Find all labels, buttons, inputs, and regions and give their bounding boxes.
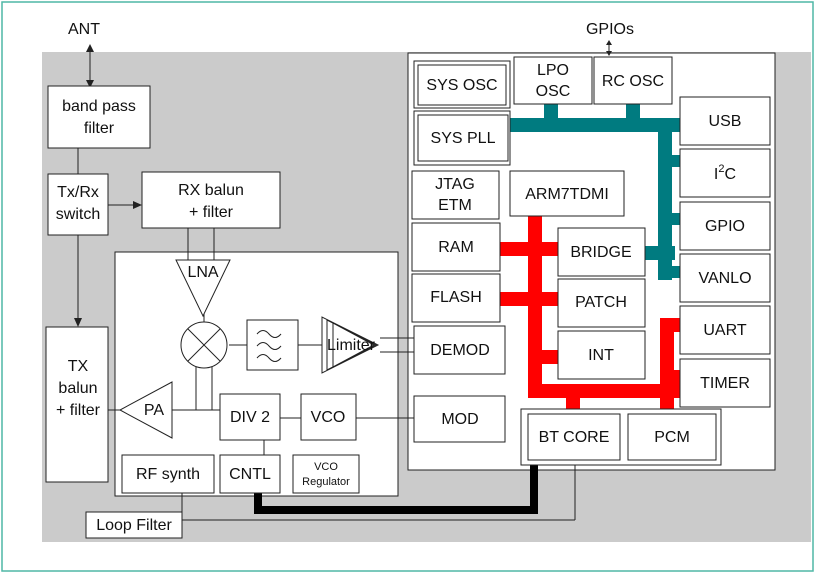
black-bus [254, 464, 538, 514]
gpios-label: GPIOs [586, 21, 634, 38]
lpo-osc-block [513, 56, 593, 105]
flash-block [411, 273, 501, 323]
uart-block [679, 305, 771, 355]
gpios-arrow [606, 40, 612, 56]
rx-balun-filter [141, 171, 281, 229]
usb-label: USB [709, 113, 742, 130]
bridge-label: BRIDGE [570, 244, 631, 261]
timer-block [679, 358, 771, 408]
demod-label: DEMOD [430, 342, 490, 359]
rf-synth-block [121, 454, 215, 494]
patch-label: PATCH [575, 294, 627, 311]
pcm-label: PCM [654, 429, 690, 446]
vco-label: VCO [311, 409, 346, 426]
bt-core-label: BT CORE [539, 429, 610, 446]
band-pass-filter [47, 85, 151, 149]
vco-block [300, 393, 357, 441]
rf-synth-label: RF synth [136, 466, 200, 483]
mod-label: MOD [441, 411, 478, 428]
vco-regulator-block [292, 454, 360, 494]
jtag-label-1: JTAG [435, 176, 475, 193]
i2c-block [679, 148, 771, 198]
jtag-etm-block [411, 170, 500, 220]
mixer-icon [180, 321, 228, 369]
vanlo-block [679, 253, 771, 303]
gpio-block [679, 201, 771, 251]
ant-label: ANT [68, 21, 100, 38]
div2-label: DIV 2 [230, 409, 270, 426]
tx-balun-label-2: balun [58, 380, 97, 397]
pa-label: PA [144, 402, 164, 419]
gpio-label: GPIO [705, 218, 745, 235]
uart-label: UART [703, 322, 746, 339]
sys-osc-block [417, 64, 507, 106]
tx-balun-label-3: + filter [56, 402, 101, 419]
rc-osc-label: RC OSC [602, 73, 664, 90]
lna-amplifier [175, 259, 231, 318]
tx-rx-switch-label-2: switch [56, 206, 100, 223]
usb-block [679, 96, 771, 146]
vco-regulator-label-1: VCO [314, 461, 338, 473]
limiter [321, 316, 380, 374]
ram-label: RAM [438, 239, 474, 256]
rx-balun-label-1: RX balun [178, 182, 244, 199]
demod-block [413, 325, 506, 375]
flash-label: FLASH [430, 289, 482, 306]
div2-block [219, 393, 281, 441]
mod-block [413, 395, 506, 443]
vco-regulator-label-2: Regulator [302, 476, 350, 488]
rf-wiring [74, 148, 621, 521]
i2c-label: I2C [714, 163, 736, 183]
teal-bus [508, 104, 680, 280]
lpo-osc-label-1: LPO [537, 62, 569, 79]
sys-pll-label: SYS PLL [431, 130, 496, 147]
lpo-osc-label-2: OSC [536, 83, 571, 100]
pa-amplifier [118, 381, 173, 439]
cntl-block [219, 454, 281, 494]
bridge-block [557, 227, 646, 277]
sys-pll-block [417, 114, 509, 162]
arm7tdmi-label: ARM7TDMI [525, 186, 609, 203]
vanlo-label: VANLO [698, 270, 751, 287]
tx-balun-label-1: TX [68, 358, 89, 375]
band-pass-filter-label-2: filter [84, 120, 115, 137]
sys-osc-label: SYS OSC [426, 77, 497, 94]
int-block [557, 330, 646, 380]
tx-rx-switch [47, 173, 109, 236]
arm7tdmi-block [509, 170, 625, 217]
patch-block [557, 278, 646, 328]
loop-filter-label: Loop Filter [96, 517, 172, 534]
pcm-block [627, 413, 717, 461]
limiter-label: Limiter [327, 337, 376, 354]
tx-rx-switch-label-1: Tx/Rx [57, 184, 99, 201]
ram-block [411, 222, 501, 272]
cntl-label: CNTL [229, 466, 271, 483]
band-pass-filter-label-1: band pass [62, 98, 136, 115]
bandpass-filter-icon [246, 319, 299, 371]
rc-osc-block [593, 56, 673, 105]
rx-balun-label-2: + filter [189, 204, 234, 221]
bt-core-block [527, 413, 621, 461]
int-label: INT [588, 347, 614, 364]
lna-label: LNA [187, 264, 218, 281]
red-bus [500, 216, 680, 414]
timer-label: TIMER [700, 375, 750, 392]
jtag-label-2: ETM [438, 197, 472, 214]
ant-arrow [86, 44, 94, 88]
tx-balun-filter [45, 326, 109, 483]
loop-filter-block [85, 511, 183, 539]
